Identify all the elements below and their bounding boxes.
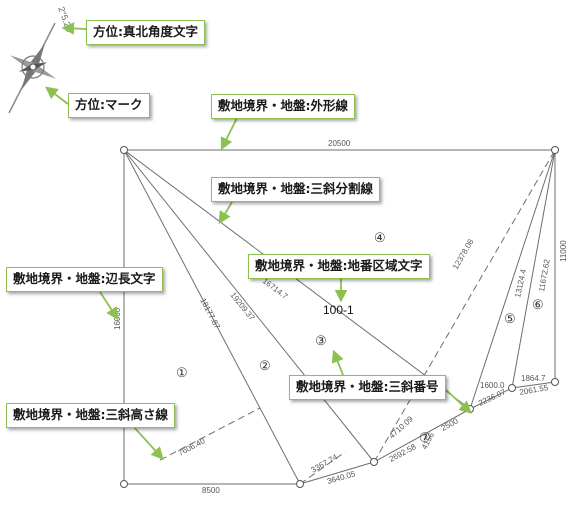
dim-d5: 13124.4 — [513, 268, 528, 299]
dim-right: 11000 — [559, 240, 568, 262]
callout-north-angle-text: 方位:真北角度文字 — [86, 20, 205, 45]
callout-triangle-split: 敷地境界・地盤:三斜分割線 — [211, 177, 380, 202]
dim-d10: 2692.58 — [388, 442, 418, 464]
dim-d6: 11672.62 — [537, 258, 552, 292]
lot-number-text: 100-1 — [323, 303, 354, 317]
triangle-split-lines — [123, 149, 556, 485]
dim-d3: 16714.7 — [261, 276, 290, 301]
dim-d12: 2500 — [440, 416, 460, 433]
callout-edge-length: 敷地境界・地盤:辺長文字 — [6, 267, 163, 292]
callout-triangle-number: 敷地境界・地盤:三斜番号 — [289, 375, 446, 400]
callout-outline: 敷地境界・地盤:外形線 — [211, 94, 355, 119]
dim-d13: 2236.07 — [477, 387, 508, 408]
callout-lot-area-text: 敷地境界・地盤:地番区域文字 — [248, 254, 430, 279]
callout-north-mark: 方位:マーク — [68, 93, 150, 118]
triangle-height-lines — [159, 149, 556, 485]
dim-d7: 7606.40 — [177, 436, 207, 458]
triangle-number-4: ④ — [374, 230, 386, 245]
triangle-number-5: ⑤ — [504, 311, 516, 326]
triangle-number-1: ① — [176, 365, 188, 380]
dim-d4: 12378.08 — [451, 237, 476, 271]
triangle-number-2: ② — [259, 358, 271, 373]
outline-lines — [123, 149, 556, 485]
compass-rose-icon — [8, 22, 57, 114]
dim-bottom: 8500 — [202, 486, 220, 495]
dim-d1: 18177.87 — [198, 297, 222, 331]
dim-left: 16000 — [113, 307, 122, 330]
triangle-number-6: ⑥ — [532, 297, 544, 312]
callout-arrows — [44, 22, 472, 460]
dim-d11: 4710.09 — [387, 414, 415, 440]
triangle-number-3: ③ — [315, 333, 327, 348]
dim-d2: 19209.37 — [228, 291, 256, 323]
dim-d16: 1864.7 — [521, 374, 546, 383]
dim-d15: 2061.55 — [519, 383, 550, 397]
dim-d8: 3367.74 — [310, 452, 340, 475]
dim-d14: 1600.0 — [480, 381, 505, 390]
dim-top: 20500 — [328, 139, 351, 148]
triangle-number-7: ⑦ — [419, 430, 431, 445]
callout-triangle-height: 敷地境界・地盤:三斜高さ線 — [6, 403, 175, 428]
